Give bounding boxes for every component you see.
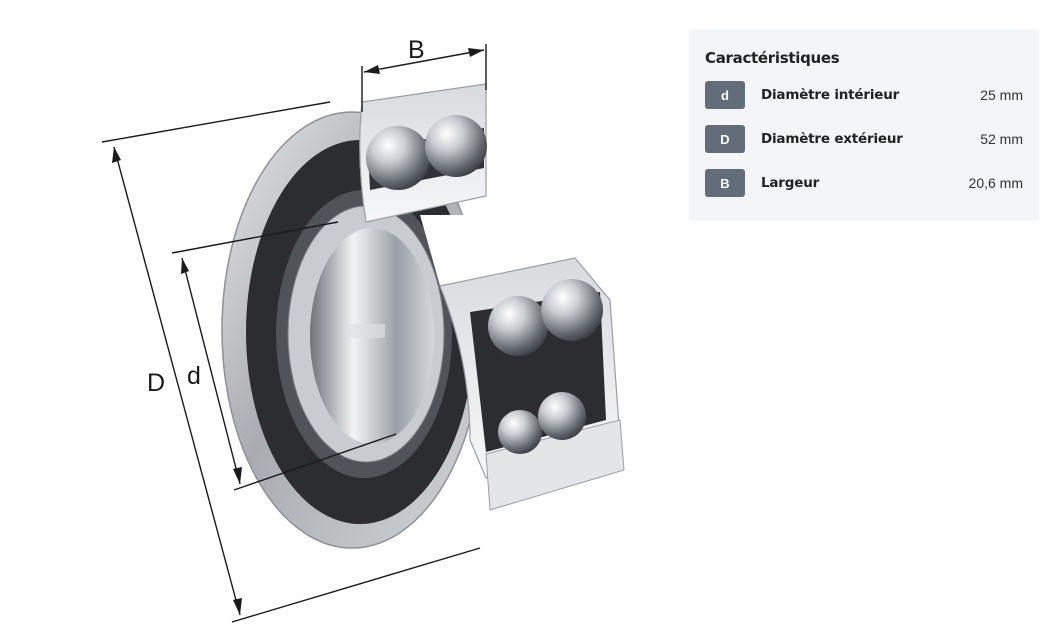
spec-row-outer-diameter: D Diamètre extérieur 52 mm	[705, 125, 1023, 153]
spec-value: 52 mm	[980, 131, 1023, 147]
spec-name: Diamètre extérieur	[761, 131, 903, 147]
spec-name: Diamètre intérieur	[761, 87, 900, 103]
ball	[488, 296, 548, 356]
dim-label-B: B	[408, 36, 425, 64]
specs-panel: Caractéristiques d Diamètre intérieur 25…	[689, 29, 1039, 221]
arrow	[364, 65, 380, 74]
dim-D-ext-bottom	[231, 547, 481, 623]
dim-d-ext-bottom	[233, 433, 397, 491]
spec-name: Largeur	[761, 175, 820, 191]
spec-row-width: B Largeur 20,6 mm	[705, 169, 1023, 197]
spec-value: 20,6 mm	[968, 175, 1023, 191]
dim-label-D: D	[147, 369, 165, 397]
specs-title: Caractéristiques	[705, 49, 840, 67]
dim-d-ext-top	[171, 221, 339, 254]
ball	[538, 392, 586, 440]
arrow	[112, 147, 121, 163]
spec-symbol-badge: d	[705, 81, 745, 109]
ball	[366, 126, 430, 190]
arrow	[233, 467, 242, 484]
arrow	[233, 598, 242, 615]
ball	[425, 115, 487, 177]
dim-D-line	[113, 146, 241, 616]
bore-logo	[345, 324, 385, 338]
arrow	[181, 258, 189, 274]
dim-B-line	[363, 49, 485, 73]
arrow	[468, 48, 484, 57]
bearing-diagram: B D d	[101, 36, 625, 623]
spec-symbol-badge: D	[705, 125, 745, 153]
spec-symbol-badge: B	[705, 169, 745, 197]
spec-value: 25 mm	[980, 87, 1023, 103]
dim-d-line	[181, 257, 241, 485]
ball	[498, 410, 542, 454]
spec-row-inner-diameter: d Diamètre intérieur 25 mm	[705, 81, 1023, 109]
dim-label-d: d	[187, 362, 201, 390]
ball	[541, 279, 603, 341]
dim-D-ext-top	[101, 101, 331, 143]
